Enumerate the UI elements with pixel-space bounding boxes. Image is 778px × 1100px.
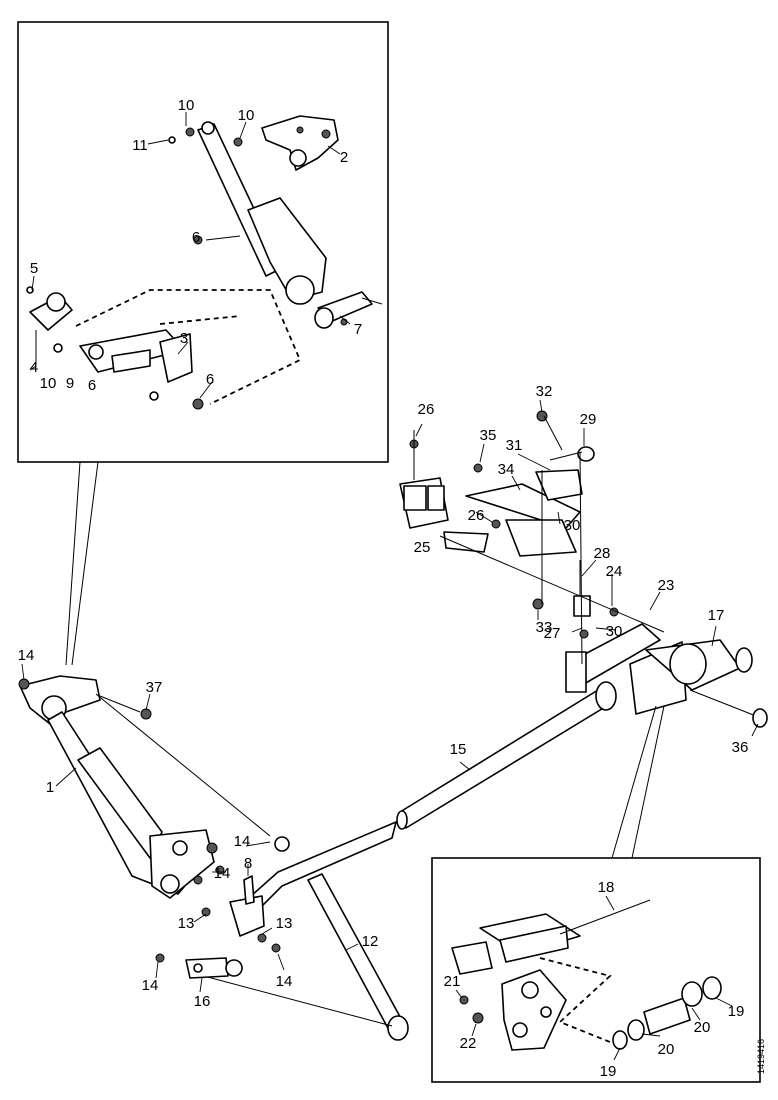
callout-label: 4 bbox=[30, 359, 38, 376]
callout-label: 10 bbox=[238, 107, 255, 124]
callout-label: 27 bbox=[544, 625, 561, 642]
callout-label: 10 bbox=[178, 97, 195, 114]
callout-label: 12 bbox=[362, 933, 379, 950]
callout-label: 30 bbox=[606, 623, 623, 640]
callout-label: 14 bbox=[18, 647, 35, 664]
callout-label: 37 bbox=[146, 679, 163, 696]
callout-label: 20 bbox=[694, 1019, 711, 1036]
callout-label: 23 bbox=[658, 577, 675, 594]
callout-label: 16 bbox=[194, 993, 211, 1010]
callout-label: 5 bbox=[30, 260, 38, 277]
callout-label: 33 bbox=[536, 619, 553, 636]
callout-label: 14 bbox=[214, 865, 231, 882]
callout-label: 8 bbox=[244, 855, 252, 872]
callout-label: 31 bbox=[506, 437, 523, 454]
bracket-16-part bbox=[185, 957, 243, 979]
callout-label: 26 bbox=[418, 401, 435, 418]
callout-label: 3 bbox=[180, 330, 188, 347]
drawing-reference: 1419416 bbox=[756, 1039, 766, 1074]
main-assembly bbox=[18, 399, 768, 1041]
callout-label: 21 bbox=[444, 973, 461, 990]
callout-label: 25 bbox=[414, 539, 431, 556]
callout-label: 18 bbox=[598, 879, 615, 896]
callout-label: 6 bbox=[192, 229, 200, 246]
callout-label: 17 bbox=[708, 607, 725, 624]
callout-label: 6 bbox=[88, 377, 96, 394]
callout-label: 19 bbox=[600, 1063, 617, 1080]
callout-label: 32 bbox=[536, 383, 553, 400]
callout-label: 14 bbox=[142, 977, 159, 994]
lower-link-part bbox=[29, 292, 204, 410]
callout-label: 11 bbox=[132, 137, 148, 154]
callout-label: 1 bbox=[46, 779, 54, 796]
callout-label: 14 bbox=[276, 973, 293, 990]
right-mount-part bbox=[565, 623, 768, 728]
callout-label: 7 bbox=[354, 321, 362, 338]
detail-inset-bottom-right: 1419416 bbox=[431, 857, 766, 1083]
strut-part bbox=[199, 873, 409, 1041]
callout-label: 10 bbox=[40, 375, 57, 392]
frame-part bbox=[19, 675, 271, 899]
callout-label: 6 bbox=[206, 371, 214, 388]
upper-right-bracket-part bbox=[399, 410, 665, 665]
callout-label: 22 bbox=[460, 1035, 477, 1052]
callout-labels: 2 3 4 5 6 6 6 7 9 10 10 10 11 14 37 1 15… bbox=[18, 97, 749, 1080]
callout-label: 30 bbox=[564, 517, 581, 534]
callout-label: 36 bbox=[732, 739, 749, 756]
callout-label: 2 bbox=[340, 149, 348, 166]
pedal-bracket-part bbox=[261, 115, 339, 171]
callout-label: 24 bbox=[606, 563, 623, 580]
callout-label: 13 bbox=[276, 915, 293, 932]
callout-label: 28 bbox=[594, 545, 611, 562]
callout-label: 13 bbox=[178, 915, 195, 932]
callout-label: 19 bbox=[728, 1003, 745, 1020]
callout-label: 15 bbox=[450, 741, 467, 758]
callout-label: 9 bbox=[66, 375, 74, 392]
callout-label: 14 bbox=[234, 833, 251, 850]
callout-label: 26 bbox=[468, 507, 485, 524]
arm-part bbox=[197, 121, 327, 305]
callout-label: 20 bbox=[658, 1041, 675, 1058]
cylinder-part bbox=[314, 291, 383, 329]
callout-label: 34 bbox=[498, 461, 515, 478]
callout-label: 35 bbox=[480, 427, 497, 444]
detail-inset-top-left bbox=[17, 21, 389, 666]
callout-label: 29 bbox=[580, 411, 597, 428]
